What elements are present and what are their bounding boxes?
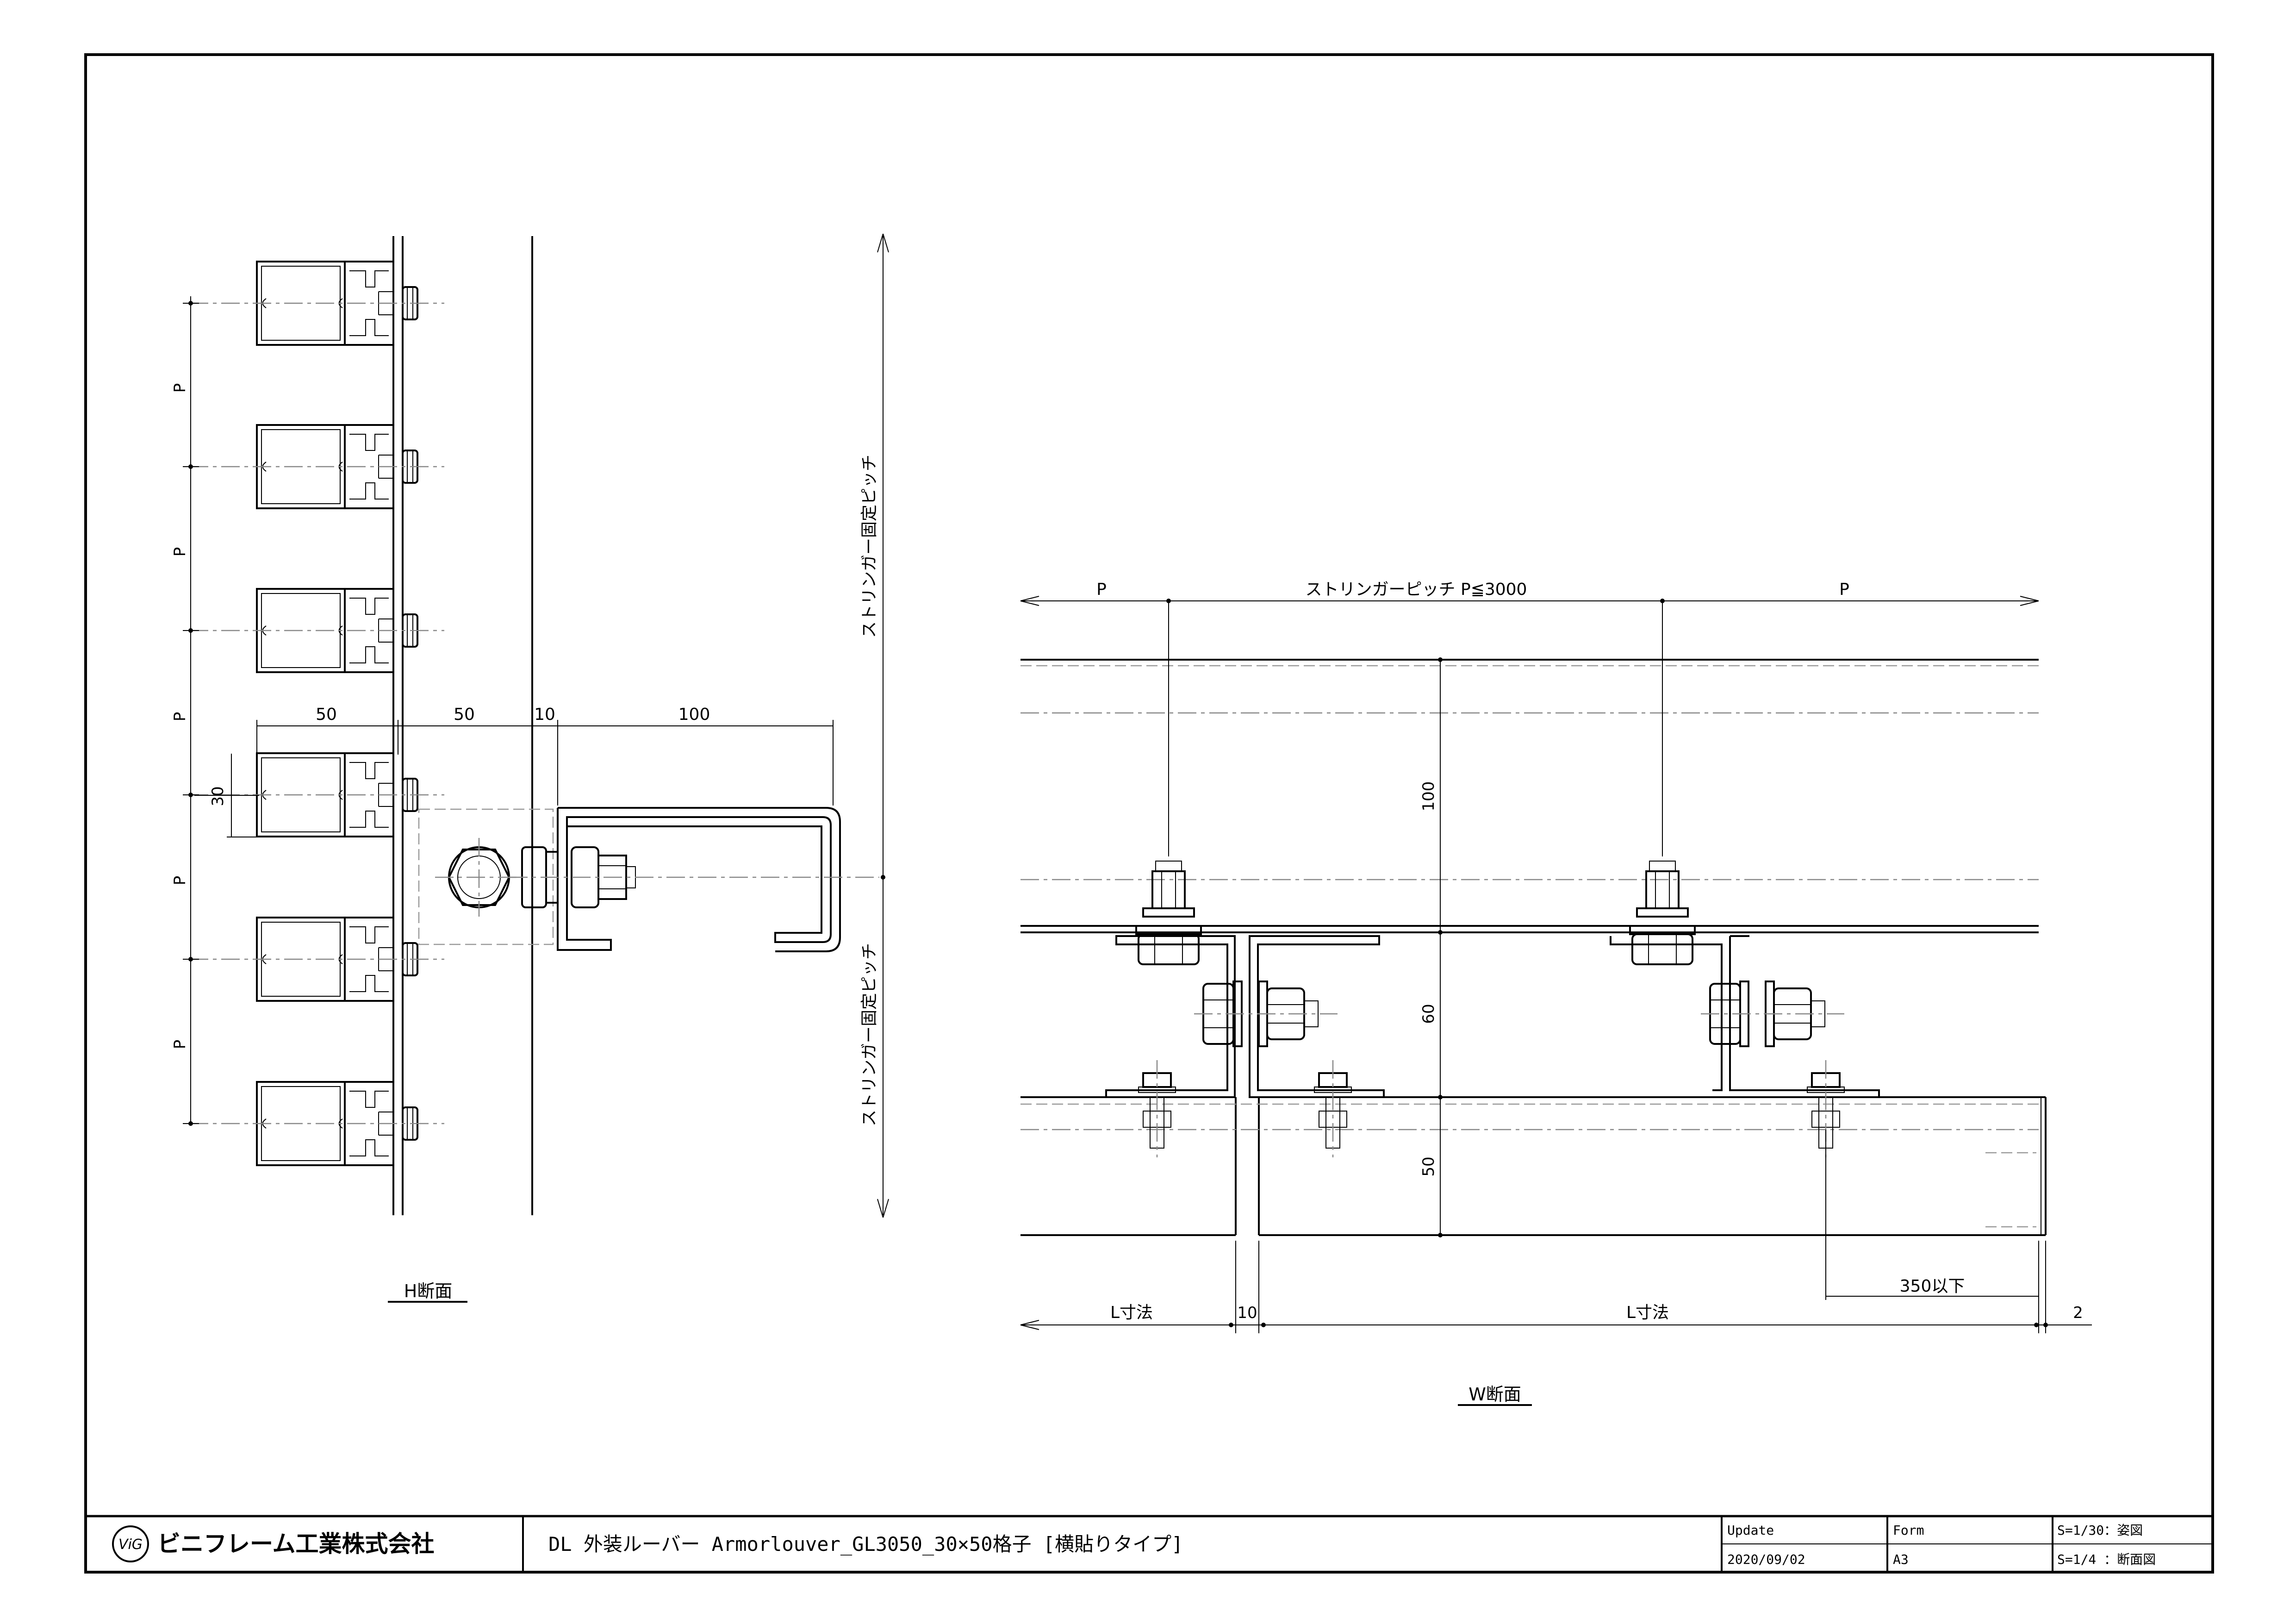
h-section: P P P P P 30 50 50 10 100 [171, 233, 889, 1303]
dim-100: 100 [678, 705, 710, 724]
dim-50-right: 50 [454, 705, 475, 724]
w-section-title: W断面 [1468, 1384, 1521, 1405]
louver-profile [190, 1081, 444, 1166]
pitch-dot [188, 301, 193, 306]
pitch-label-3: P [171, 712, 189, 722]
company-name: ビニフレーム工業株式会社 [157, 1530, 435, 1557]
pitch-label-4: P [171, 876, 189, 886]
w-pitch-center: ストリンガーピッチ P≦3000 [1306, 580, 1527, 599]
w-gap-10: 10 [1237, 1304, 1257, 1322]
w-l-left: L寸法 [1110, 1303, 1153, 1322]
stringer-bolt [1629, 861, 1696, 965]
louver-profiles [190, 261, 444, 1166]
pitch-dot [188, 1121, 193, 1126]
update-value: 2020/09/02 [1727, 1552, 1805, 1567]
stringer-pitch-lower: ストリンガー固定ピッチ [860, 943, 879, 1126]
louver-profile [190, 588, 444, 673]
h-section-title: H断面 [404, 1281, 453, 1301]
pitch-label-2: P [171, 547, 189, 557]
title-block: ViG ビニフレーム工業株式会社 DL 外装ルーバー Armorlouver_G… [86, 1515, 2213, 1572]
w-dim-350: 350以下 [1900, 1277, 1965, 1296]
w-pitch-left: P [1096, 580, 1107, 599]
pitch-dot [188, 628, 193, 633]
dim-30-label: 30 [209, 786, 227, 806]
pitch-dot [188, 957, 193, 962]
louver-profile [190, 424, 444, 509]
dim-50-left: 50 [316, 705, 337, 724]
w-dim-2: 2 [2073, 1304, 2083, 1322]
louver-profile [190, 261, 444, 346]
form-value: A3 [1893, 1552, 1909, 1567]
pitch-label-1: P [171, 383, 189, 393]
scale-section: S=1/4 ：断面図 [2057, 1552, 2156, 1567]
bracket-bolt [1194, 981, 1338, 1047]
update-label: Update [1727, 1523, 1774, 1538]
bracket-bolt [1701, 981, 1844, 1047]
dim-10: 10 [534, 705, 555, 724]
drawing-title: DL 外装ルーバー Armorlouver_GL3050_30×50格子 [横貼… [548, 1533, 1183, 1555]
w-l-right: L寸法 [1626, 1303, 1669, 1322]
w-dim-100: 100 [1419, 781, 1438, 812]
pitch-dot [188, 793, 193, 797]
w-dim-60: 60 [1419, 1004, 1438, 1024]
scale-overview: S=1/30：姿図 [2057, 1523, 2143, 1538]
company-logo [112, 1525, 149, 1562]
logo-text: ViG [118, 1537, 143, 1553]
pitch-dot [188, 464, 193, 469]
stringer-pitch-upper: ストリンガー固定ピッチ [860, 455, 879, 638]
w-dim-50: 50 [1419, 1156, 1438, 1176]
sheet-border [84, 53, 2214, 1574]
louver-profile [190, 917, 444, 1002]
w-section: P ストリンガーピッチ P≦3000 P [1020, 580, 2092, 1406]
stringer-bolt [1135, 861, 1202, 965]
pitch-label-5: P [171, 1040, 189, 1049]
w-pitch-right: P [1839, 580, 1849, 599]
form-label: Form [1893, 1523, 1924, 1538]
louver-bolt [1138, 1060, 1176, 1157]
louver-bolt [1314, 1060, 1352, 1157]
